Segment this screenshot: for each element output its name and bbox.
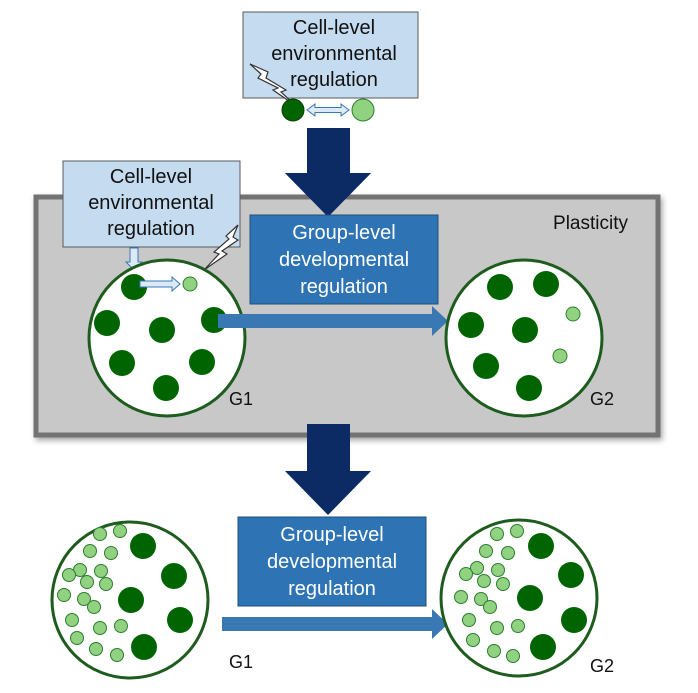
plasticity-cell-level-box: Cell-level environmental regulation bbox=[62, 160, 241, 248]
right-arrow-icon bbox=[222, 609, 448, 639]
bottom-group-box-line3: regulation bbox=[288, 578, 376, 600]
top-box-line1: Cell-level bbox=[293, 17, 375, 39]
plasticity-g1-label: G1 bbox=[229, 389, 253, 409]
bottom-group-level-box: Group-level developmental regulation bbox=[237, 516, 427, 607]
top-box-line2: environmental bbox=[271, 43, 397, 65]
plasticity-group-box-line1: Group-level bbox=[292, 222, 395, 244]
light-cell bbox=[351, 98, 375, 122]
dark-cell bbox=[281, 98, 305, 122]
top-box-line3: regulation bbox=[290, 69, 378, 91]
top-cell-level-box: Cell-level environmental regulation bbox=[242, 11, 419, 99]
plasticity-label: Plasticity bbox=[553, 213, 628, 234]
group-g2-plasticity bbox=[444, 258, 604, 418]
plasticity-group-box-line3: regulation bbox=[300, 276, 388, 298]
bottom-group-box-line2: developmental bbox=[267, 551, 397, 573]
bottom-g2-label: G2 bbox=[590, 656, 614, 676]
group-g1-bottom bbox=[50, 520, 210, 680]
plasticity-g2-label: G2 bbox=[590, 389, 614, 409]
bottom-g1-label: G1 bbox=[229, 652, 253, 672]
plasticity-cell-box-line3: regulation bbox=[107, 218, 195, 240]
bottom-group-box-line1: Group-level bbox=[280, 524, 383, 546]
big-down-arrow-icon bbox=[285, 424, 371, 515]
plasticity-cell-box-line1: Cell-level bbox=[110, 166, 192, 188]
right-arrow-icon bbox=[218, 306, 448, 336]
small-right-arrow-icon bbox=[139, 275, 181, 293]
plasticity-group-box-line2: developmental bbox=[279, 249, 409, 271]
plasticity-cell-box-line2: environmental bbox=[88, 192, 214, 214]
group-g2-bottom bbox=[439, 518, 599, 678]
group-g1-plasticity bbox=[87, 258, 247, 418]
switch-double-arrow-icon bbox=[306, 103, 350, 117]
big-down-arrow-tip bbox=[285, 173, 371, 217]
plasticity-group-level-box: Group-level developmental regulation bbox=[249, 214, 439, 305]
